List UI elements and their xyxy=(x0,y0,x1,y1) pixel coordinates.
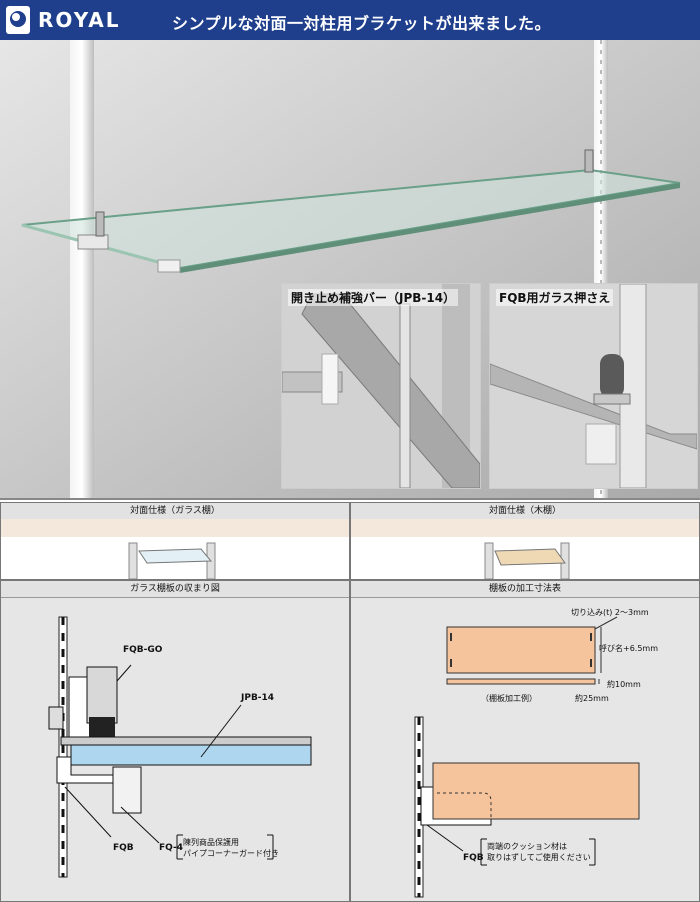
inset-glass-holder: FQB用ガラス押さえ xyxy=(489,283,698,489)
label-example: （棚板加工例） xyxy=(481,694,537,703)
panel-wood-spec: 対面仕様（木棚） xyxy=(350,502,700,580)
panel-dimension-title: 棚板の加工寸法表 xyxy=(351,581,699,598)
label-fq4-note-1: 陳列商品保護用 xyxy=(183,838,239,847)
label-cushion-1: 両端のクッション材は xyxy=(487,842,567,851)
label-cushion-2: 取りはずしてご使用ください xyxy=(487,853,591,862)
inset-glass-holder-title: FQB用ガラス押さえ xyxy=(496,289,614,306)
brand-name: ROYAL xyxy=(38,8,121,32)
label-fq4: FQ-4 xyxy=(159,843,183,853)
label-fqb-wood: FQB xyxy=(463,853,484,863)
inset-jpb14-title: 開き止め補強バー（JPB-14） xyxy=(288,289,459,306)
inset-jpb14: 開き止め補強バー（JPB-14） xyxy=(281,283,481,489)
panel-wood-spec-title: 対面仕様（木棚） xyxy=(351,503,699,520)
product-photo: 開き止め補強バー（JPB-14） FQB用ガラス押さえ xyxy=(0,40,700,498)
header-bar: ROYAL シンプルな対面一対柱用ブラケットが出来ました。 xyxy=(0,0,700,40)
label-nominal: 呼び名+6.5mm xyxy=(599,644,659,653)
panel-glass-section-title: ガラス棚板の収まり図 xyxy=(1,581,349,598)
label-approx10: 約10mm xyxy=(607,680,641,689)
label-jpb14: JPB-14 xyxy=(241,693,275,703)
panel-glass-spec-title: 対面仕様（ガラス棚） xyxy=(1,503,349,520)
label-fqb-go: FQB-GO xyxy=(123,645,163,655)
label-approx25: 約25mm xyxy=(575,694,609,703)
tagline: シンプルな対面一対柱用ブラケットが出来ました。 xyxy=(172,14,552,33)
label-notch: 切り込み(t) 2〜3mm xyxy=(571,608,649,617)
panel-glass-section: ガラス棚板の収まり図 FQB-GO JPB-14 xyxy=(0,580,350,902)
panel-dimension: 棚板の加工寸法表 切り込み(t) 2〜3mm xyxy=(350,580,700,902)
royal-logo-icon xyxy=(6,6,30,34)
label-fq4-note-2: パイプコーナーガード付き xyxy=(183,849,279,858)
panel-glass-spec: 対面仕様（ガラス棚） xyxy=(0,502,350,580)
spec-section: 対面仕様（ガラス棚） 対面仕様（木棚） ガラス棚板の収まり図 xyxy=(0,498,700,902)
label-fqb: FQB xyxy=(113,843,134,853)
